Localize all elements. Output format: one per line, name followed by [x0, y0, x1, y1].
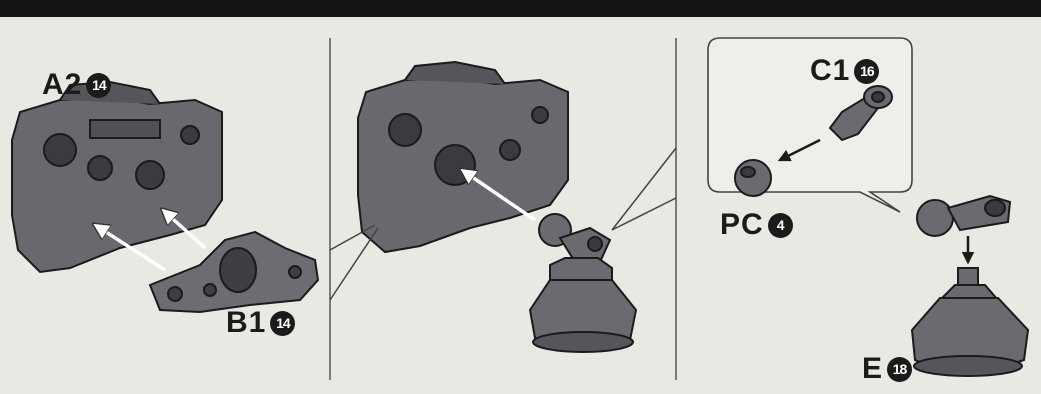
label-c1: C1 16 [810, 56, 879, 86]
part-stand-base-2 [530, 258, 636, 352]
label-a2-runner-badge: 14 [86, 73, 111, 98]
part-frame-assembled [358, 62, 568, 252]
label-a2-code: A2 [42, 70, 82, 100]
part-b1-arm [150, 232, 318, 312]
label-c1-runner-badge: 16 [854, 59, 879, 84]
label-b1-code: B1 [226, 308, 266, 338]
label-e-runner-badge: 18 [887, 357, 912, 382]
part-a2-frame [12, 82, 222, 272]
label-b1-runner-badge: 14 [270, 311, 295, 336]
part-ball-joint [539, 214, 610, 262]
part-assembled-joint [917, 196, 1010, 236]
label-pc-runner-badge: 4 [768, 213, 793, 238]
part-pc-cap [735, 160, 771, 196]
label-a2: A2 14 [42, 70, 111, 100]
label-e: E 18 [862, 354, 912, 384]
label-pc-code: PC [720, 210, 764, 240]
label-c1-code: C1 [810, 56, 850, 86]
label-e-code: E [862, 354, 883, 384]
label-pc: PC 4 [720, 210, 793, 240]
part-stand-base-e [912, 268, 1028, 376]
label-b1: B1 14 [226, 308, 295, 338]
